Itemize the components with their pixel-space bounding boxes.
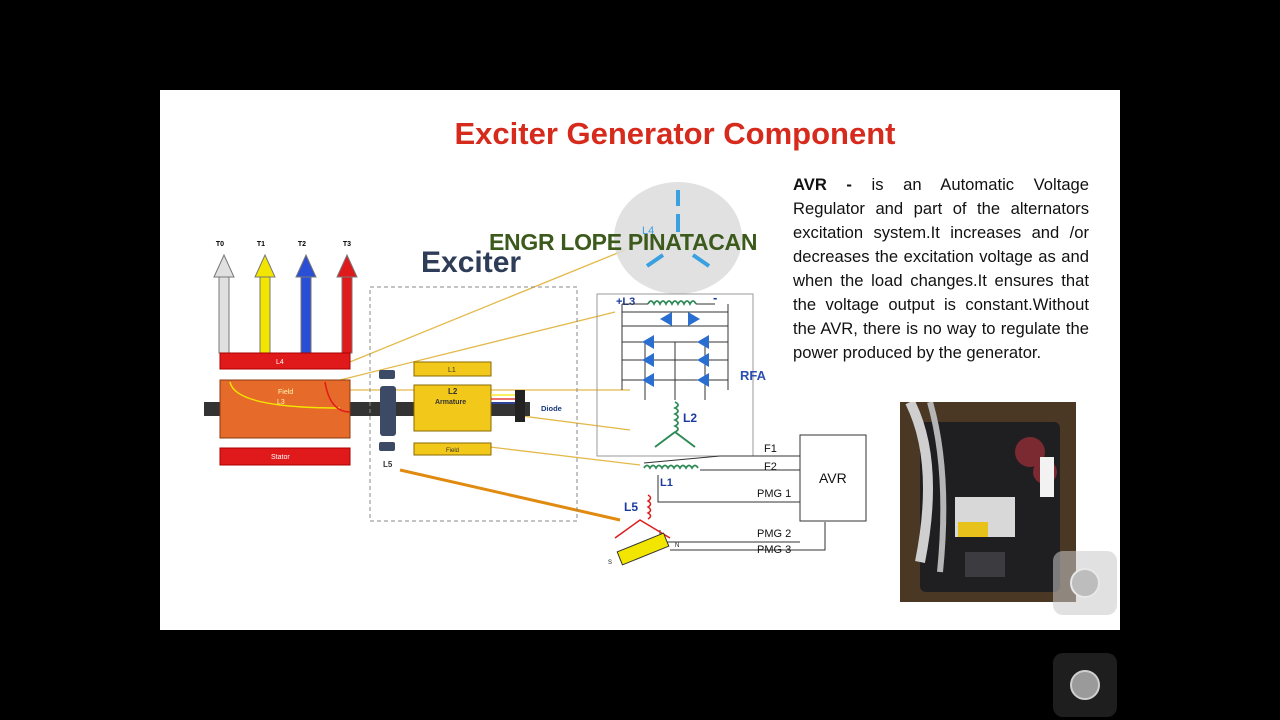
arrow-t1 xyxy=(254,253,276,354)
exciter-box xyxy=(369,286,578,522)
avr-photo-image xyxy=(900,402,1076,602)
l2-label-left: L2 xyxy=(448,387,458,396)
output-arrows xyxy=(213,253,358,354)
l1-label-right: L1 xyxy=(660,477,673,489)
field-l3-block xyxy=(219,379,351,439)
arrow-t3 xyxy=(336,253,358,354)
l1-label-left: L1 xyxy=(448,367,456,374)
avr-box xyxy=(799,434,867,522)
avr-term: AVR xyxy=(793,175,827,194)
pmg-magnet xyxy=(616,532,670,566)
l5-coil xyxy=(646,494,652,520)
l4-label: L4 xyxy=(276,359,284,366)
slide: Exciter Generator Component xyxy=(160,90,1120,630)
overlay-record-button[interactable] xyxy=(1053,653,1117,717)
l1-bar xyxy=(413,361,492,377)
avr-body: is an Automatic Voltage Regulator and pa… xyxy=(793,175,1090,362)
overlay-camera-button[interactable] xyxy=(1053,551,1117,615)
l2-label-right: L2 xyxy=(683,411,697,425)
l4-star-winding xyxy=(645,190,711,268)
slide-title: Exciter Generator Component xyxy=(454,116,896,151)
pmg-rotor-top xyxy=(379,370,395,379)
avr-wiring xyxy=(643,455,826,551)
pmg1-label: PMG 1 xyxy=(757,488,791,500)
l5-link-line xyxy=(399,468,621,522)
f2-label: F2 xyxy=(764,461,777,473)
terminal-t2: T2 xyxy=(298,241,306,248)
exciter-heading: Exciter xyxy=(421,246,522,279)
minus-label: - xyxy=(713,290,717,305)
rfa-wiring xyxy=(621,303,729,400)
s-label: S xyxy=(608,560,612,566)
l3-label: L3 xyxy=(277,399,285,406)
avr-box-label: AVR xyxy=(819,470,847,486)
avr-description: AVR - is an Automatic Voltage Regulator … xyxy=(793,173,1089,365)
l4-circle xyxy=(614,182,742,294)
rfa-diodes xyxy=(642,312,709,387)
arrow-t0 xyxy=(213,253,235,354)
pmg3-label: PMG 3 xyxy=(757,544,791,556)
field-label-lower: Field xyxy=(446,448,459,454)
record-dot-icon xyxy=(1070,670,1100,700)
watermark-text: ENGR LOPE PINATACAN xyxy=(489,229,758,255)
rfa-label: RFA xyxy=(740,368,767,383)
avr-dash: - xyxy=(826,175,872,194)
f1-label: F1 xyxy=(764,443,777,455)
l2-coil xyxy=(672,401,679,433)
diode-label: Diode xyxy=(541,404,562,413)
terminal-t3: T3 xyxy=(343,241,351,248)
terminal-t0: T0 xyxy=(216,241,224,248)
l5-label-left: L5 xyxy=(383,460,393,469)
l2-star xyxy=(654,431,696,448)
l3-label-right: +L3 xyxy=(616,296,635,308)
l5-label-right: L5 xyxy=(624,500,638,514)
n-label: N xyxy=(675,543,679,549)
pmg-rotor xyxy=(380,386,396,436)
stator-label: Stator xyxy=(271,454,290,461)
l1-coil xyxy=(643,464,699,470)
record-dot-icon xyxy=(1070,568,1100,598)
stator-bar xyxy=(219,447,351,466)
avr-photo xyxy=(900,402,1076,602)
exciter-diagram: T0 T1 T2 T3 L4 Field L3 Stator L5 L1 L2 … xyxy=(204,182,867,566)
arrow-t2 xyxy=(295,253,317,354)
armature-block xyxy=(413,384,492,432)
l3-coil xyxy=(647,300,697,307)
terminal-t1: T1 xyxy=(257,241,265,248)
field-bar xyxy=(413,442,492,456)
armature-label: Armature xyxy=(435,399,466,406)
l4-label-right: L4 xyxy=(642,225,654,237)
pmg-rotor-bottom xyxy=(379,442,395,451)
field-label: Field xyxy=(278,389,293,396)
pmg2-label: PMG 2 xyxy=(757,528,791,540)
diode-block xyxy=(515,390,525,422)
l5-star xyxy=(614,519,671,539)
rfa-box xyxy=(596,293,754,457)
l4-bar xyxy=(219,352,351,370)
